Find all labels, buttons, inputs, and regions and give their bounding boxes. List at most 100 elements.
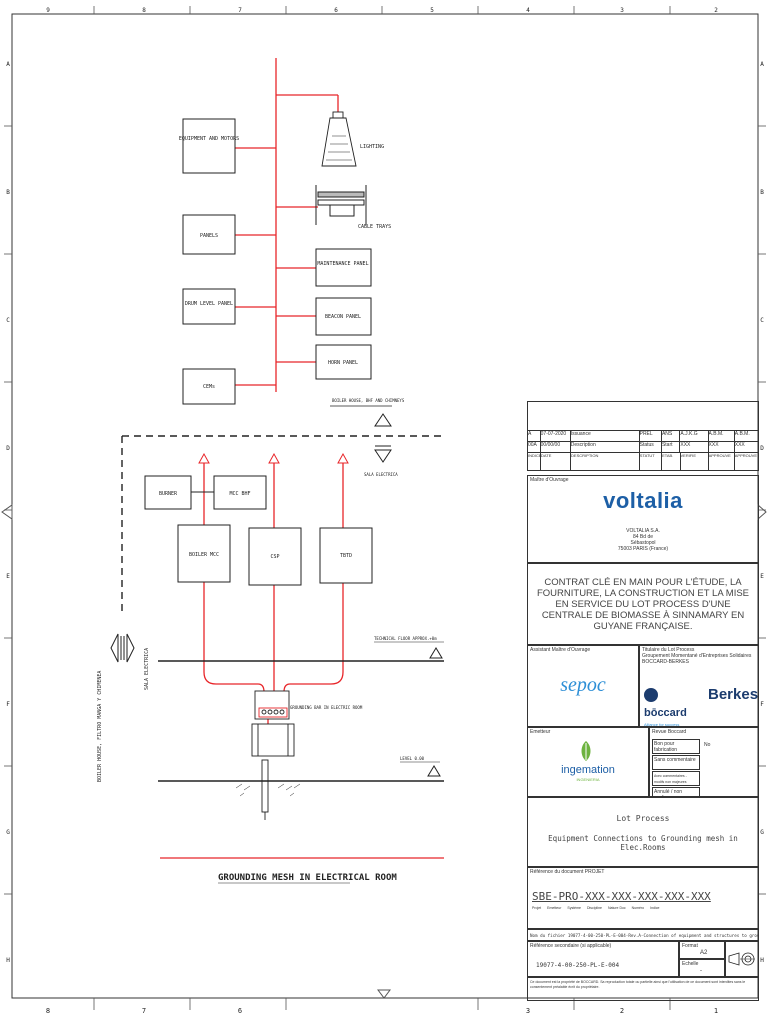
- rev-approved2: A.B.M.: [734, 431, 750, 437]
- lower-boxes: [144, 475, 373, 586]
- rev-drawn: Start: [662, 442, 681, 452]
- bottom-col-labels: 8 7 6 3 2 1: [46, 1007, 718, 1015]
- boiler-house-top-label: BOILER HOUSE, BHF AND CHIMNEYS: [332, 398, 405, 403]
- beacon-panel-label: BEACON PANEL: [325, 314, 361, 320]
- rev-desc: Description: [571, 442, 640, 452]
- format-value: A2: [700, 950, 708, 956]
- reference-part: Numéro: [631, 906, 645, 910]
- revision-row: A 07-07-2020 Issuance PREL ANS A.J.K.G A…: [528, 431, 758, 442]
- tbtd-box: [319, 527, 373, 584]
- boccard-logo: bōccard Alliance for success: [644, 686, 704, 727]
- lighting-fixture-icon: [321, 111, 357, 167]
- review-checklist: Bon pour fabrication Sans commentaire Av…: [652, 739, 700, 796]
- voltalia-address: VOLTALIA S.A. 84 Bd de Sébastopol 75003 …: [528, 528, 758, 552]
- reference-part: Projet: [532, 906, 542, 910]
- lighting-label: LIGHTING: [360, 144, 384, 150]
- center-mark-left: [1, 504, 13, 520]
- rev-status: Status: [640, 442, 662, 452]
- maintenance-panel-box: [315, 248, 372, 287]
- projection-symbol-icon: [725, 941, 759, 977]
- address-line: VOLTALIA S.A.: [626, 528, 660, 534]
- reference-parts: Projet Emetteur Système Discipline Natur…: [532, 906, 659, 910]
- rev-header: ETAB.: [662, 453, 681, 470]
- rev-date: 07-07-2020: [541, 431, 571, 441]
- col-label: 4: [526, 7, 530, 14]
- projection-symbol-svg: [728, 952, 755, 966]
- grounding-bar-icon: [251, 690, 295, 820]
- soil-hatch: [235, 783, 301, 797]
- section-arrows-icon: [110, 633, 135, 663]
- echelle-panel: Echelle -: [679, 959, 725, 977]
- col-label: 2: [714, 7, 718, 14]
- rev-approved: A.B.M.: [709, 431, 735, 441]
- level-marker: [427, 765, 441, 777]
- col-label: 1: [714, 1007, 718, 1015]
- horn-panel-box: [315, 344, 372, 380]
- rev-desc: Issuance: [571, 431, 640, 441]
- grounding-conductors-lower: [160, 462, 444, 859]
- titulaire-sub: Groupement Momentané d'Entreprises Solid…: [642, 653, 752, 665]
- review-item: Avec commentaires - modifs non majeures: [652, 771, 700, 786]
- top-col-labels: 9 8 7 6 5 4 3 2: [46, 7, 718, 14]
- rev-status: PREL: [640, 431, 662, 441]
- titulaire-label: Titulaire du Lot Process: [642, 647, 695, 653]
- emetteur-panel: Emetteur ingemation INGENIERIA: [527, 727, 649, 797]
- revision-row: 00A 00/00/00 Description Status Start XX…: [528, 442, 758, 453]
- boiler-mcc-label: BOILER MCC: [189, 552, 219, 558]
- revision-table: A 07-07-2020 Issuance PREL ANS A.J.K.G A…: [527, 401, 759, 471]
- row-label: D: [6, 445, 10, 452]
- rev-approved2: XXX: [734, 442, 745, 448]
- panels-label: PANELS: [200, 233, 218, 239]
- rev-header: APPROUVE: [709, 453, 735, 470]
- grounding-mesh-caption: GROUNDING MESH IN ELECTRICAL ROOM: [218, 873, 397, 883]
- rev-header: INDICE: [528, 453, 542, 470]
- rev-drawn: ANS: [662, 431, 681, 441]
- address-line: 84 Bd de: [632, 534, 654, 540]
- row-label: E: [6, 573, 10, 580]
- row-label: H: [760, 957, 764, 964]
- red-arrowheads: [198, 452, 349, 464]
- col-label: 7: [142, 1007, 146, 1015]
- boccard-tagline: Alliance for success: [644, 722, 680, 727]
- col-label: 6: [238, 1007, 242, 1015]
- room-boundary: [121, 435, 445, 616]
- rev-cell: 00A: [528, 442, 541, 452]
- drum-level-label: DRUM LEVEL PANEL: [185, 301, 233, 307]
- col-label: 3: [526, 1007, 530, 1015]
- emetteur-label: Emetteur: [530, 729, 551, 735]
- reference-part: Indice: [650, 906, 660, 910]
- reference-part: Nature Doc: [607, 906, 626, 910]
- mcc-bhf-label: MCC BHF: [229, 491, 250, 497]
- col-label: 3: [620, 7, 624, 14]
- cable-trays-label: CABLE TRAYS: [358, 224, 391, 230]
- ingemation-leaf-icon: [576, 740, 596, 762]
- col-label: 8: [46, 1007, 50, 1015]
- format-panel: Format A2: [679, 941, 725, 959]
- row-label: D: [760, 445, 764, 452]
- burner-label: BURNER: [159, 491, 178, 497]
- col-label: 9: [46, 7, 50, 14]
- footer-notice: Ce document est la propriété de BOCCARD.…: [527, 977, 759, 1001]
- title-block: A 07-07-2020 Issuance PREL ANS A.J.K.G A…: [527, 401, 759, 1001]
- review-item: Bon pour fabrication: [652, 739, 700, 754]
- rev-header: DATE: [541, 453, 572, 470]
- upper-boxes: [182, 118, 372, 405]
- col-label: 8: [142, 7, 146, 14]
- maitre-ouvrage-panel: Maître d'Ouvrage voltalia VOLTALIA S.A. …: [527, 475, 759, 563]
- ingemation-logo: ingemation: [561, 764, 615, 776]
- format-label: Format: [682, 943, 698, 949]
- center-mark-bottom: [377, 989, 391, 999]
- grounding-bar-label: GROUNDING BAR IN ELECTRIC ROOM: [290, 705, 363, 710]
- cems-box: [182, 368, 236, 405]
- revue-label: Revue Boccard: [652, 729, 687, 735]
- drawing-title-panel: Lot Process Equipment Connections to Gro…: [527, 797, 759, 867]
- rev-cell: A: [528, 431, 541, 441]
- revision-header-row: INDICE DATE DESCRIPTION STATUT ETAB. VER…: [528, 453, 758, 470]
- rev-checked: XXX: [680, 442, 709, 452]
- level-arrows-icon: [374, 413, 392, 463]
- col-label: 7: [238, 7, 242, 14]
- equipment-motors-box: [182, 118, 236, 174]
- ingemation-tagline: INGENIERIA: [576, 777, 600, 782]
- contract-text: CONTRAT CLÉ EN MAIN POUR L'ÉTUDE, LA FOU…: [536, 576, 750, 632]
